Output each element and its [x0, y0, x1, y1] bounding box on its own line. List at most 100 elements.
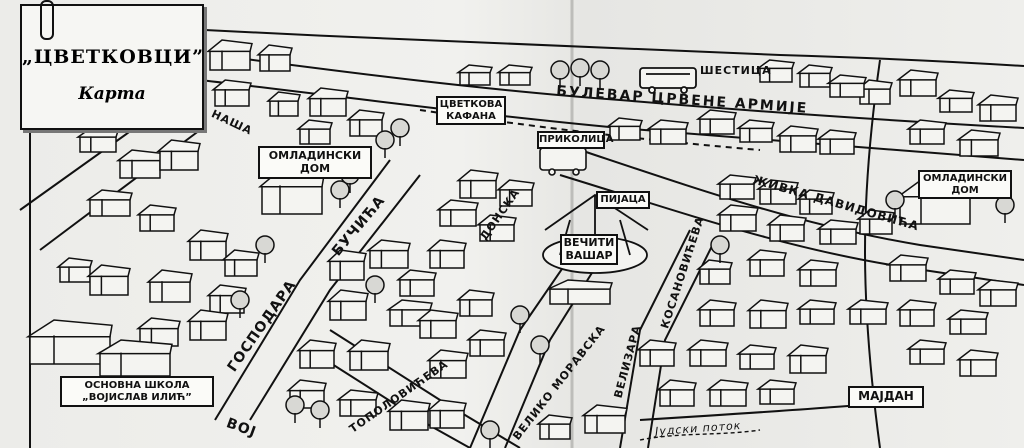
- place-vecni-vasar-line1: ВЕЧИТИ: [563, 236, 615, 249]
- house-sketch: [645, 119, 689, 145]
- house-sketch: [715, 204, 759, 232]
- place-osnovna-skola-line1: ОСНОВНА ШКОЛА: [84, 380, 190, 391]
- place-vecni-vasar: ВЕЧИТИ ВАШАР: [560, 234, 618, 266]
- tree-sketch: [530, 335, 550, 363]
- tree-sketch: [375, 130, 395, 158]
- tram-drawing: [639, 67, 697, 94]
- house-sketch: [975, 279, 1019, 307]
- place-omladinski-dom-right-line1: ОМЛАДИНСКИ: [922, 173, 1008, 184]
- house-sketch: [210, 79, 252, 107]
- tree-sketch: [330, 180, 350, 208]
- house-sketch: [905, 119, 947, 145]
- paperclip-icon: [40, 0, 54, 40]
- house-sketch: [895, 299, 937, 327]
- house-sketch: [547, 279, 614, 305]
- house-sketch: [55, 257, 93, 283]
- place-vecni-vasar-line2: ВАШАР: [565, 248, 613, 262]
- place-cvetkova-kafana-line1: ЦВЕТКОВА: [439, 99, 503, 110]
- map-title-cartouche: „ЦВЕТКОВЦИ” Карта: [20, 0, 204, 130]
- house-sketch: [735, 119, 776, 143]
- house-sketch: [135, 317, 181, 347]
- place-omladinski-dom-right: ОМЛАДИНСКИ ДОМ: [918, 170, 1012, 199]
- house-sketch: [605, 117, 644, 141]
- tree-sketch: [365, 275, 385, 303]
- trees-group: [230, 58, 1015, 448]
- tree-sketch: [710, 235, 730, 263]
- stream-line: [639, 429, 761, 441]
- house-sketch: [345, 339, 391, 371]
- house-sketch: [935, 269, 977, 295]
- house-sketch: [795, 299, 837, 325]
- house-sketch: [85, 189, 133, 217]
- place-cvetkova-kafana-line2: КАФАНА: [446, 110, 496, 122]
- house-sketch: [75, 127, 119, 153]
- house-sketch: [256, 44, 293, 72]
- house-sketch: [475, 214, 517, 242]
- place-prikolica: ПРИКОЛИЦА: [537, 131, 614, 149]
- house-sketch: [266, 91, 301, 117]
- house-sketch: [785, 344, 829, 374]
- house-sketch: [465, 329, 507, 357]
- house-sketch: [495, 64, 534, 86]
- house-sketch: [795, 64, 834, 88]
- house-sketch: [815, 129, 857, 155]
- tree-sketch: [480, 420, 500, 448]
- place-osnovna-skola-line2: „ВОЈИСЛАВ ИЛИЋ”: [82, 391, 192, 403]
- house-sketch: [305, 87, 349, 117]
- house-sketch: [135, 204, 177, 232]
- house-sketch: [635, 339, 677, 367]
- house-sketch: [425, 349, 469, 379]
- tree-sketch: [995, 195, 1015, 223]
- map-subtitle: Карта: [78, 84, 146, 104]
- house-sketch: [326, 249, 367, 281]
- tree-sketch: [885, 190, 905, 218]
- house-sketch: [425, 399, 467, 429]
- house-sketch: [855, 209, 895, 235]
- house-sketch: [735, 344, 777, 370]
- house-sketch: [715, 174, 757, 200]
- house-sketch: [905, 339, 947, 365]
- house-sketch: [186, 229, 229, 261]
- house-sketch: [295, 339, 337, 369]
- house-sketch: [695, 299, 737, 327]
- house-sketch: [186, 309, 229, 341]
- house-sketch: [795, 259, 839, 287]
- house-sketch: [855, 79, 893, 105]
- house-sketch: [705, 379, 749, 407]
- house-sketch: [955, 349, 999, 377]
- house-sketch: [775, 125, 819, 153]
- tree-sketch: [570, 58, 590, 86]
- tree-sketch: [590, 60, 610, 88]
- house-sketch: [85, 264, 131, 296]
- houses-group: [25, 39, 1019, 440]
- house-sketch: [385, 399, 431, 431]
- place-omladinski-dom-left-line2: ДОМ: [299, 161, 331, 175]
- caravan-drawing: [539, 147, 587, 176]
- tree-sketch: [390, 118, 410, 146]
- house-sketch: [455, 289, 495, 317]
- house-sketch: [845, 299, 889, 325]
- house-sketch: [326, 289, 369, 321]
- house-sketch: [695, 109, 737, 135]
- house-sketch: [155, 139, 201, 171]
- house-sketch: [345, 109, 385, 137]
- house-sketch: [365, 239, 411, 269]
- tree-sketch: [310, 400, 330, 428]
- house-sketch: [455, 169, 499, 199]
- house-sketch: [295, 119, 333, 145]
- house-sketch: [25, 319, 113, 365]
- house-sketch: [745, 249, 787, 277]
- tree-sketch: [550, 60, 570, 88]
- place-cvetkova-kafana: ЦВЕТКОВА КАФАНА: [436, 96, 506, 125]
- place-prikolica-label: ПРИКОЛИЦА: [539, 134, 614, 145]
- tree-sketch: [230, 290, 250, 318]
- house-sketch: [975, 94, 1019, 122]
- house-sketch: [755, 179, 799, 205]
- house-sketch: [535, 414, 573, 440]
- place-majdan-label: МАЈДАН: [858, 389, 914, 403]
- house-sketch: [455, 64, 494, 86]
- house-sketch: [695, 259, 733, 285]
- place-majdan: МАЈДАН: [848, 386, 924, 408]
